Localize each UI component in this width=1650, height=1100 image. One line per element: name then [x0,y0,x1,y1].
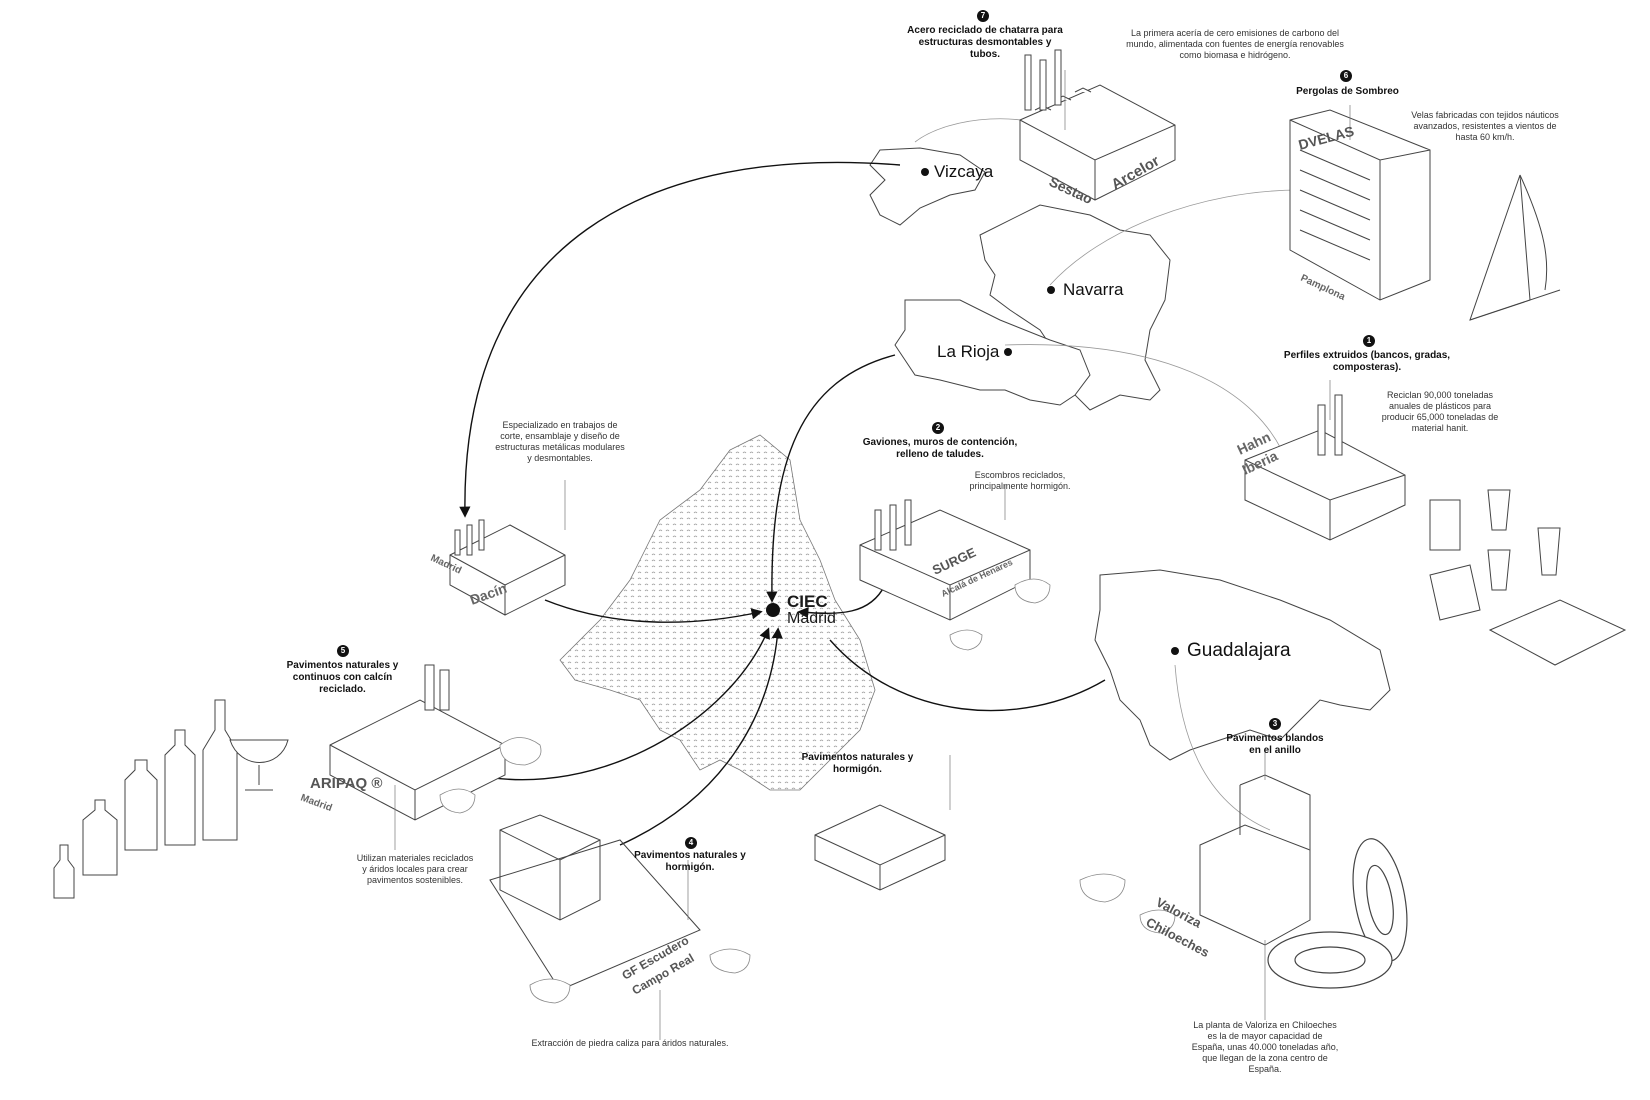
flow-vizcaya-dacin [459,161,901,518]
badge-1: 1 [1363,335,1375,347]
label-aripaq-city: Madrid [299,792,334,814]
flow-ciec-guadalajara [829,639,1106,712]
paving-tiles [439,578,1176,1004]
desc-dacin: Especializado en trabajos de corte, ensa… [495,420,625,463]
flow-aripaq-ciec [474,627,770,781]
desc-1: Reciclan 90,000 toneladas anuales de plá… [1381,390,1499,433]
desc-7: La primera acería de cero emisiones de c… [1126,28,1344,60]
factory-hahn [1244,394,1406,541]
tires-icon [1267,838,1408,989]
title-2: Gaviones, muros de contención, relleno d… [862,437,1018,460]
badge-4: 4 [685,837,697,849]
factory-surge [859,499,1031,621]
title-center: Pavimentos naturales y hormigón. [801,752,914,775]
ciec-dot [766,603,780,617]
la-rioja-dot [1004,348,1012,356]
desc-4: Extracción de piedra caliza para áridos … [531,1038,729,1048]
vizcaya-region [869,147,986,226]
badge-3: 3 [1269,718,1281,730]
title-6: Pergolas de Sombreo [1296,86,1399,97]
label-guadalajara: Guadalajara [1187,640,1291,661]
flow-dacin-ciec [544,599,763,623]
hub-name: CIEC [787,592,828,611]
desc-3: La planta de Valoriza en Chiloeches es l… [1191,1020,1339,1074]
title-5: Pavimentos naturales y continuos con cal… [286,660,399,695]
label-vizcaya: Vizcaya [934,162,994,181]
factory-arcelor [1019,49,1176,201]
building-dvelas [1289,109,1431,301]
plastic-products-icon [1429,489,1627,666]
factory-center [814,804,946,891]
badge-2: 2 [932,422,944,434]
title-4: Pavimentos naturales y hormigón. [634,850,746,873]
label-navarra: Navarra [1063,280,1124,299]
guadalajara-region [1094,569,1391,761]
badge-7: 7 [977,10,989,22]
flow-surge-ciec [797,584,886,619]
navarra-dot [1047,286,1055,294]
navarra-region [979,204,1171,411]
building-gf-escudero [489,814,701,991]
flow-rioja-ciec [766,354,896,603]
title-1: Perfiles extruidos (bancos, gradas, comp… [1283,350,1451,373]
desc-6: Velas fabricadas con tejidos náuticos av… [1411,110,1559,142]
desc-5: Utilizan materiales reciclados y áridos … [356,853,474,885]
hub-city: Madrid [787,610,836,627]
title-3: Pavimentos blandos en el anillo [1226,733,1324,756]
desc-2: Escombros reciclados, principalmente hor… [969,470,1071,491]
title-7: Acero reciclado de chatarra para estruct… [907,25,1063,60]
guadalajara-dot [1171,647,1179,655]
factory-dacin [449,519,566,616]
la-rioja-region [894,299,1091,406]
label-aripaq: ARIPAQ ® [310,775,382,792]
madrid-region [559,434,876,791]
badge-6: 6 [1340,70,1352,82]
flow-gf-ciec [619,627,783,846]
building-valoriza [1199,774,1311,946]
vizcaya-dot [921,168,929,176]
sailboat-icon [1469,174,1561,321]
glass-bottles-icon [53,699,289,899]
badge-5: 5 [337,645,349,657]
label-la-rioja: La Rioja [937,342,1000,361]
